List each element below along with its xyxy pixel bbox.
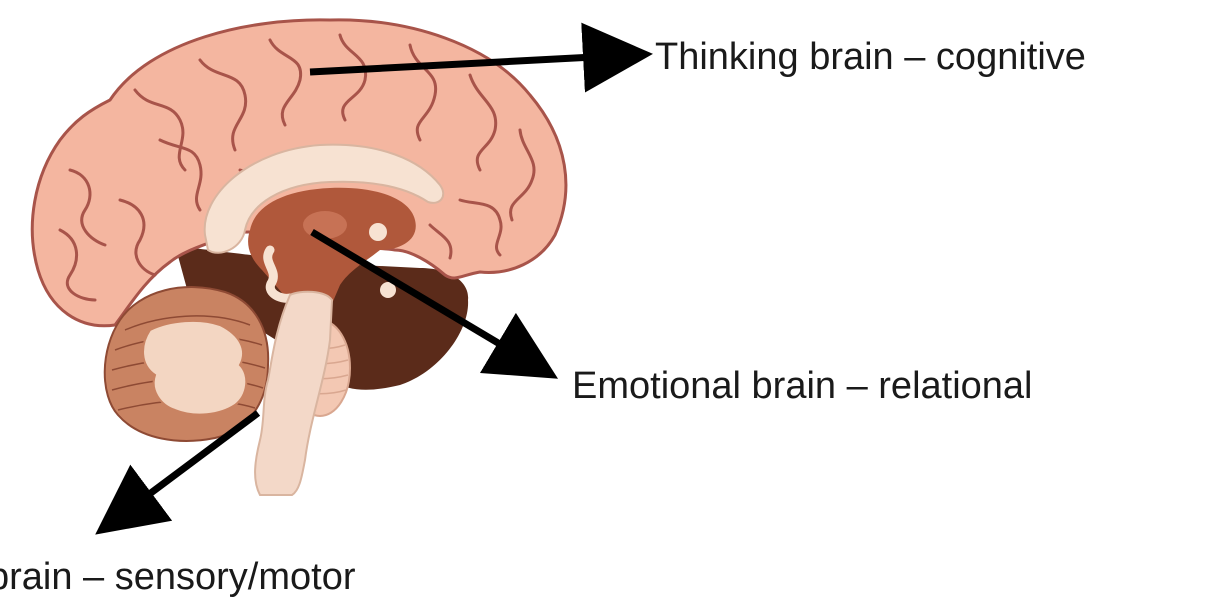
small-nucleus-1 <box>369 223 387 241</box>
emotional-brain-label: Emotional brain – relational <box>572 367 1033 405</box>
sensory-brain-label: brain – sensory/motor <box>0 558 356 596</box>
thalamus-highlight <box>303 211 347 239</box>
thinking-brain-label: Thinking brain – cognitive <box>655 38 1086 76</box>
